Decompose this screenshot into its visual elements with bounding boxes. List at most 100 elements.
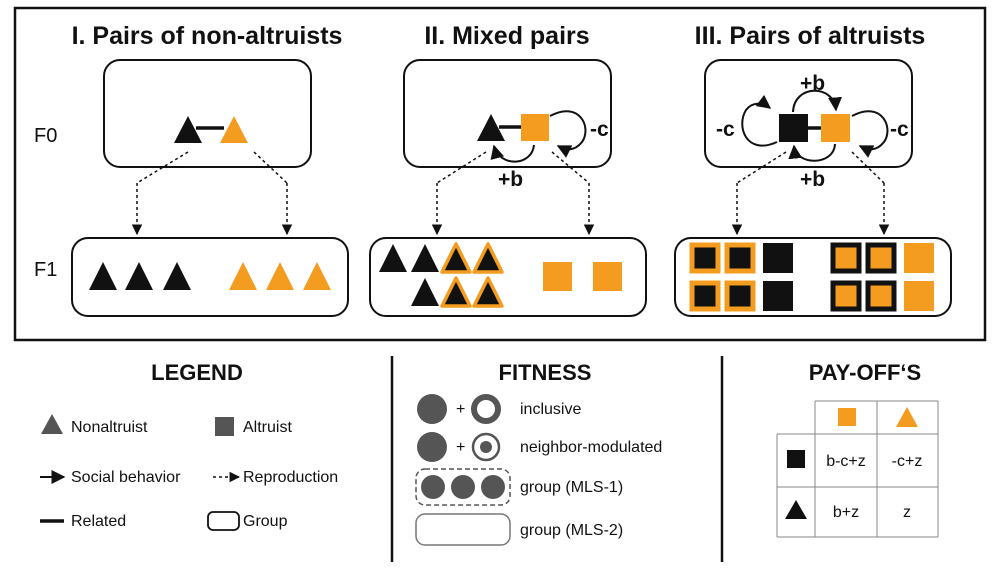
panel1-f1-group <box>71 237 349 317</box>
nonaltruist-square <box>763 281 793 311</box>
altruist-square <box>521 114 549 141</box>
altruist-offspring-square <box>724 280 756 312</box>
nonaltruist-square <box>779 114 808 142</box>
legend-nonaltruist-icon <box>41 414 63 434</box>
fitness-mls2-label: group (MLS-2) <box>520 522 623 539</box>
altruist-colored-triangle <box>220 116 248 143</box>
altruist-square <box>543 262 572 291</box>
generation-f1-label: F1 <box>34 259 57 281</box>
legend-social-label: Social behavior <box>71 469 181 486</box>
generation-f0-label: F0 <box>34 125 57 147</box>
nonaltruist-triangle <box>89 262 117 290</box>
altruist-offspring-triangle <box>440 276 472 308</box>
benefit-arrow <box>490 144 535 163</box>
legend-title: LEGEND <box>151 360 243 385</box>
panel3-f1-group <box>674 237 952 317</box>
altruist-square <box>904 281 934 311</box>
focal-individual-circle <box>417 394 447 424</box>
fitness-plus: + <box>456 401 465 418</box>
payoff-row-altruist-icon <box>787 450 805 468</box>
payoff-col-altruist-icon <box>838 408 856 426</box>
group-member-circle <box>481 475 505 499</box>
benefit-arrow <box>792 89 842 113</box>
payoff-cell: z <box>903 504 911 521</box>
payoff-cell: b+z <box>833 504 859 521</box>
legend-group-icon <box>207 511 240 531</box>
altruist-square <box>821 114 850 142</box>
group-member-circle <box>451 475 475 499</box>
fitness-plus: + <box>456 439 465 456</box>
neighbor-ring <box>471 432 501 462</box>
legend-related-label: Related <box>71 513 126 530</box>
nonaltruist-triangle <box>379 244 407 272</box>
fitness-mls1-label: group (MLS-1) <box>520 479 623 496</box>
reproduction-arrow <box>736 151 787 184</box>
payoff-table <box>776 400 939 538</box>
altruist-square <box>904 243 934 273</box>
reproduction-arrow <box>851 151 885 184</box>
benefit-label-bottom: +b <box>800 168 825 191</box>
legend-nonaltruist-label: Nonaltruist <box>71 419 148 436</box>
payoff-row-nonaltruist-icon <box>785 500 807 519</box>
panel3-f0-group <box>704 59 913 168</box>
payoff-cell: b-c+z <box>826 453 866 470</box>
legend-group-label: Group <box>243 513 288 530</box>
benefit-label-top: +b <box>800 72 825 95</box>
payoffs-title: PAY-OFF‘S <box>809 360 921 385</box>
altruist-colored-triangle <box>266 262 294 290</box>
altruist-colored-triangle <box>303 262 331 290</box>
reproduction-arrow <box>551 151 590 184</box>
inclusive-ring <box>471 394 501 424</box>
legend-reproduction-label: Reproduction <box>243 469 338 486</box>
altruist-offspring-square <box>689 280 721 312</box>
legend-altruist-icon <box>215 417 234 436</box>
cost-label: -c <box>590 118 609 141</box>
cost-label-right: -c <box>890 118 909 141</box>
nonaltruist-square <box>763 243 793 273</box>
altruist-offspring-square <box>830 242 862 274</box>
nonaltruist-triangle <box>174 116 202 143</box>
altruist-offspring-square <box>689 242 721 274</box>
cost-label-left: -c <box>716 118 735 141</box>
nonaltruist-triangle <box>477 114 505 141</box>
payoff-cell: -c+z <box>892 453 923 470</box>
benefit-arrow <box>788 143 836 162</box>
cost-self-arrow <box>851 110 889 158</box>
altruist-offspring-square <box>724 242 756 274</box>
benefit-label: +b <box>498 168 523 191</box>
panel2-f1-group <box>369 237 647 317</box>
fitness-inclusive-label: inclusive <box>520 401 581 418</box>
nonaltruist-triangle <box>163 262 191 290</box>
altruist-offspring-triangle <box>472 242 504 274</box>
legend-altruist-label: Altruist <box>243 419 292 436</box>
altruist-offspring-square <box>865 280 897 312</box>
mls2-group-icon <box>415 513 511 546</box>
panel2-f0-group <box>403 59 612 168</box>
payoff-col-nonaltruist-icon <box>896 407 918 427</box>
reproduction-arrow <box>436 151 487 184</box>
fitness-title: FITNESS <box>499 360 592 385</box>
nonaltruist-triangle <box>125 262 153 290</box>
panel-title-altruists: III. Pairs of altruists <box>695 22 926 50</box>
neighbor-dot <box>480 441 492 453</box>
panel-title-non-altruists: I. Pairs of non-altruists <box>72 22 343 50</box>
focal-individual-circle <box>417 432 447 462</box>
altruist-offspring-triangle <box>440 242 472 274</box>
mls1-group-icon <box>415 468 511 506</box>
altruist-square <box>593 262 622 291</box>
reproduction-arrow <box>136 151 189 184</box>
cost-self-arrow <box>741 94 778 147</box>
group-member-circle <box>421 475 445 499</box>
altruist-offspring-square <box>830 280 862 312</box>
fitness-neighbor-label: neighbor-modulated <box>520 439 662 456</box>
nonaltruist-triangle <box>411 278 439 306</box>
panel-title-mixed: II. Mixed pairs <box>424 22 589 50</box>
altruist-colored-triangle <box>229 262 257 290</box>
altruist-offspring-triangle <box>472 276 504 308</box>
panel1-f0-group <box>103 59 312 168</box>
altruist-offspring-square <box>865 242 897 274</box>
cost-self-arrow <box>549 110 587 158</box>
nonaltruist-triangle <box>411 244 439 272</box>
top-frame <box>13 6 987 342</box>
